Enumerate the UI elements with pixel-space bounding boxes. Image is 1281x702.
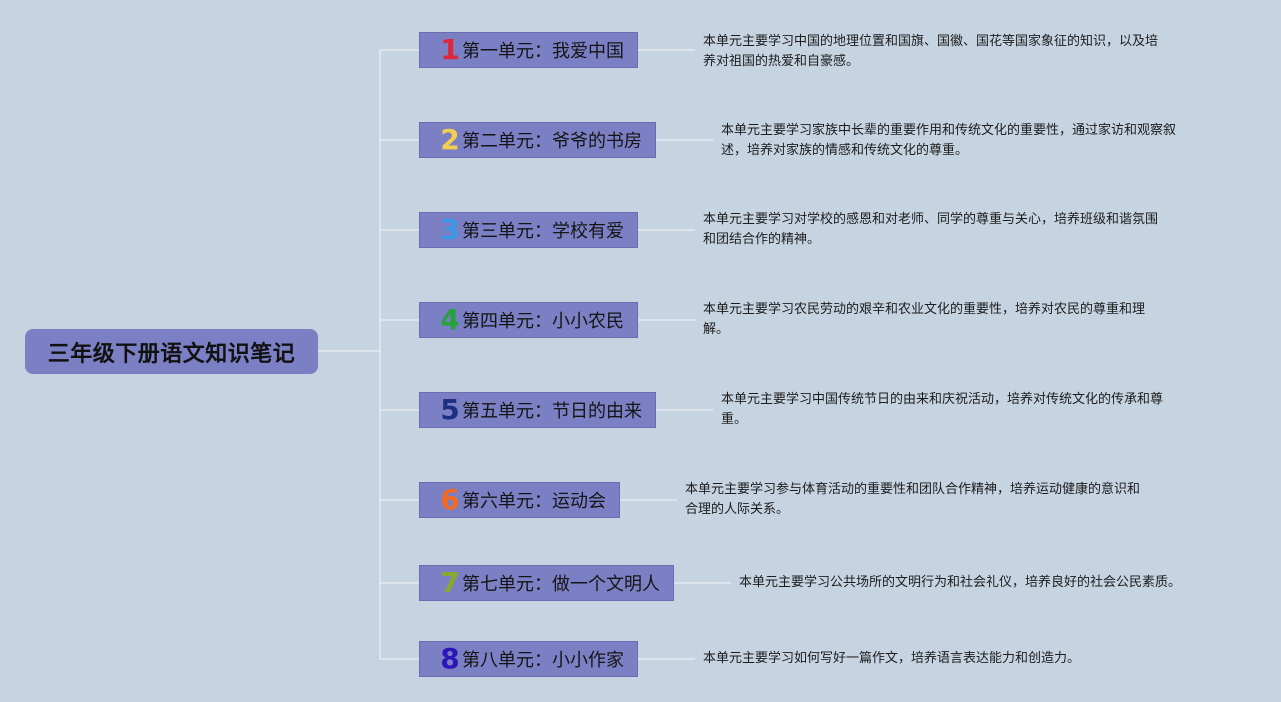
unit-title: 第二单元：爷爷的书房 (462, 131, 642, 152)
unit-title: 第三单元：学校有爱 (462, 221, 624, 242)
unit-2-description: 本单元主要学习家族中长辈的重要作用和传统文化的重要性，通过家访和观察叙述，培养对… (721, 121, 1176, 161)
description-line: 本单元主要学习家族中长辈的重要作用和传统文化的重要性，通过家访和观察叙 (721, 123, 1177, 138)
unit-1-description: 本单元主要学习中国的地理位置和国旗、国徽、国花等国家象征的知识，以及培养对祖国的… (703, 32, 1158, 72)
description-line: 本单元主要学习如何写好一篇作文，培养语言表达能力和创造力。 (703, 651, 1081, 666)
unit-number: 3 (440, 213, 460, 246)
unit-title: 第四单元：小小农民 (462, 311, 624, 332)
unit-number: 1 (440, 33, 460, 66)
unit-title: 第五单元：节日的由来 (462, 401, 642, 422)
unit-6-description: 本单元主要学习参与体育活动的重要性和团队合作精神，培养运动健康的意识和合理的人际… (685, 480, 1140, 520)
unit-5-description: 本单元主要学习中国传统节日的由来和庆祝活动，培养对传统文化的传承和尊重。 (721, 390, 1163, 430)
unit-title: 第七单元：做一个文明人 (462, 574, 660, 595)
unit-number: 2 (440, 123, 460, 156)
unit-title: 第六单元：运动会 (462, 491, 606, 512)
description-line: 本单元主要学习公共场所的文明行为和社会礼仪，培养良好的社会公民素质。 (739, 575, 1182, 590)
description-line: 本单元主要学习参与体育活动的重要性和团队合作精神，培养运动健康的意识和 (685, 482, 1141, 497)
unit-title: 第一单元：我爱中国 (462, 41, 624, 62)
unit-number: 4 (440, 303, 460, 336)
description-line: 本单元主要学习中国传统节日的由来和庆祝活动，培养对传统文化的传承和尊 (721, 392, 1164, 407)
root-topic[interactable]: 三年级下册语文知识笔记 (25, 329, 318, 374)
description-line: 和团结合作的精神。 (703, 232, 821, 247)
description-line: 本单元主要学习中国的地理位置和国旗、国徽、国花等国家象征的知识，以及培 (703, 34, 1159, 49)
description-line: 养对祖国的热爱和自豪感。 (703, 54, 860, 69)
unit-8-description: 本单元主要学习如何写好一篇作文，培养语言表达能力和创造力。 (703, 649, 1080, 669)
unit-number: 6 (440, 483, 460, 516)
description-line: 本单元主要学习对学校的感恩和对老师、同学的尊重与关心，培养班级和谐氛围 (703, 212, 1159, 227)
unit-7-description: 本单元主要学习公共场所的文明行为和社会礼仪，培养良好的社会公民素质。 (739, 573, 1181, 593)
unit-number: 8 (440, 642, 460, 675)
unit-number: 7 (440, 566, 460, 599)
description-line: 合理的人际关系。 (685, 502, 790, 517)
unit-number: 5 (440, 393, 460, 426)
description-line: 重。 (721, 412, 748, 427)
unit-title: 第八单元：小小作家 (462, 650, 624, 671)
description-line: 述，培养对家族的情感和传统文化的尊重。 (721, 143, 969, 158)
description-line: 解。 (703, 322, 730, 337)
unit-4-description: 本单元主要学习农民劳动的艰辛和农业文化的重要性，培养对农民的尊重和理解。 (703, 300, 1145, 340)
description-line: 本单元主要学习农民劳动的艰辛和农业文化的重要性，培养对农民的尊重和理 (703, 302, 1146, 317)
unit-3-description: 本单元主要学习对学校的感恩和对老师、同学的尊重与关心，培养班级和谐氛围和团结合作… (703, 210, 1158, 250)
